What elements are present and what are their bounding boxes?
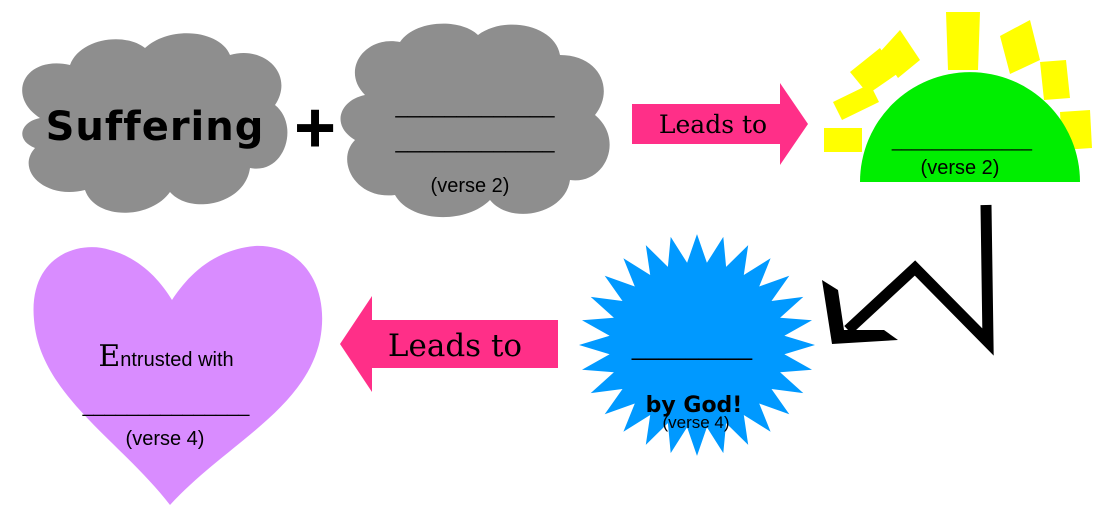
cloud-blank-line-1: _____________ [394, 93, 555, 118]
blank-cloud: _____________ _____________ (verse 2) [340, 23, 610, 218]
leads-to-arrow-left: Leads to [340, 296, 558, 392]
zigzag-arrow-line [844, 204, 994, 356]
starburst-blank-line: _________ [631, 334, 753, 361]
leads-to-arrow-right: Leads to [632, 83, 808, 165]
heart-blank-line: _______________ [82, 395, 251, 417]
sun-verse-label: (verse 2) [921, 157, 1000, 179]
sun-body [860, 72, 1080, 182]
heart-body [33, 245, 323, 505]
sun-rays [824, 12, 1092, 152]
starburst-by-god: by God! [646, 393, 743, 418]
suffering-label: Suffering [46, 104, 265, 150]
heart-entrusted-line: Entrusted with [98, 339, 233, 374]
heart-entrusted-initial: E [98, 339, 120, 374]
starburst-body [579, 234, 815, 456]
arrow-right-shape [632, 83, 808, 165]
plus-sign: + [294, 88, 336, 168]
starburst-verse-label: (verse 4) [662, 413, 729, 432]
cloud-verse-label: (verse 2) [431, 175, 510, 197]
heart-verse-label: (verse 4) [126, 428, 205, 450]
arrow-right-label: Leads to [659, 110, 767, 139]
suffering-cloud: Suffering [22, 33, 288, 213]
sun-shape: ______________ (verse 2) [824, 12, 1092, 182]
sun-blank-line: ______________ [891, 131, 1033, 152]
blank-cloud-shape [340, 23, 610, 218]
arrow-left-label: Leads to [388, 328, 522, 364]
cloud-blank-line-2: _____________ [394, 128, 555, 153]
suffering-cloud-shape [22, 33, 288, 213]
heart-entrusted-rest: ntrusted with [120, 349, 233, 371]
zigzag-arrowhead [822, 280, 898, 344]
heart-shape: Entrusted with _______________ (verse 4) [33, 245, 323, 505]
zigzag-down-left-arrow [822, 204, 994, 356]
starburst-shape: _________ by God! (verse 4) [579, 234, 815, 456]
arrow-left-shape [340, 296, 558, 392]
